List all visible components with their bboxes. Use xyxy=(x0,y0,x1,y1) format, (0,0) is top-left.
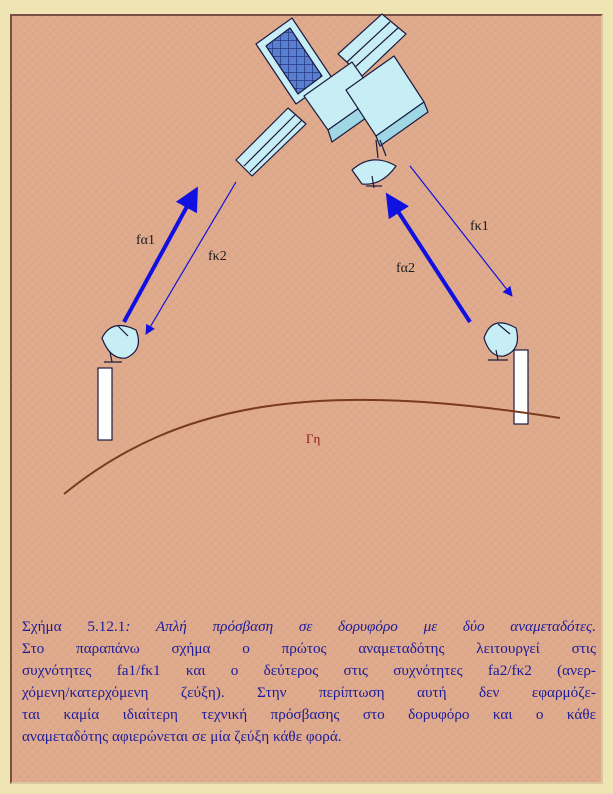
caption-line: αναμεταδότης αφιερώνεται σε μία ζεύξη κά… xyxy=(22,726,596,748)
label-f-a2: fα2 xyxy=(396,261,415,276)
earth-label: Γη xyxy=(306,431,321,446)
uplink-arrow-a2 xyxy=(388,196,470,322)
satellite-icon xyxy=(236,14,428,188)
label-f-k2: fκ2 xyxy=(208,249,227,264)
left-ground-station-icon xyxy=(98,326,138,441)
earth-curve xyxy=(64,400,560,494)
figure-caption: Σχήμα 5.12.1: Απλή πρόσβαση σε δορυφόρο … xyxy=(22,616,596,748)
label-f-k1: fκ1 xyxy=(470,219,489,234)
caption-number: Σχήμα 5.12.1 xyxy=(22,618,125,635)
caption-title: : Απλή πρόσβαση σε δορυφόρο με δύο αναμε… xyxy=(125,618,596,635)
label-f-a1: fα1 xyxy=(136,233,155,248)
caption-line: χόμενη/κατερχόμενη ζεύξη). Στην περίπτωσ… xyxy=(22,682,596,704)
caption-heading: Σχήμα 5.12.1: Απλή πρόσβαση σε δορυφόρο … xyxy=(22,616,596,638)
caption-line: ται καμία ιδιαίτερη τεχνική πρόσβασης στ… xyxy=(22,704,596,726)
uplink-arrow-a1 xyxy=(124,190,196,322)
downlink-arrow-k1 xyxy=(410,166,512,296)
caption-line: συχνότητες fa1/fκ1 και ο δεύτερος στις σ… xyxy=(22,660,596,682)
caption-line: Στο παραπάνω σχήμα ο πρώτος αναμεταδότης… xyxy=(22,638,596,660)
